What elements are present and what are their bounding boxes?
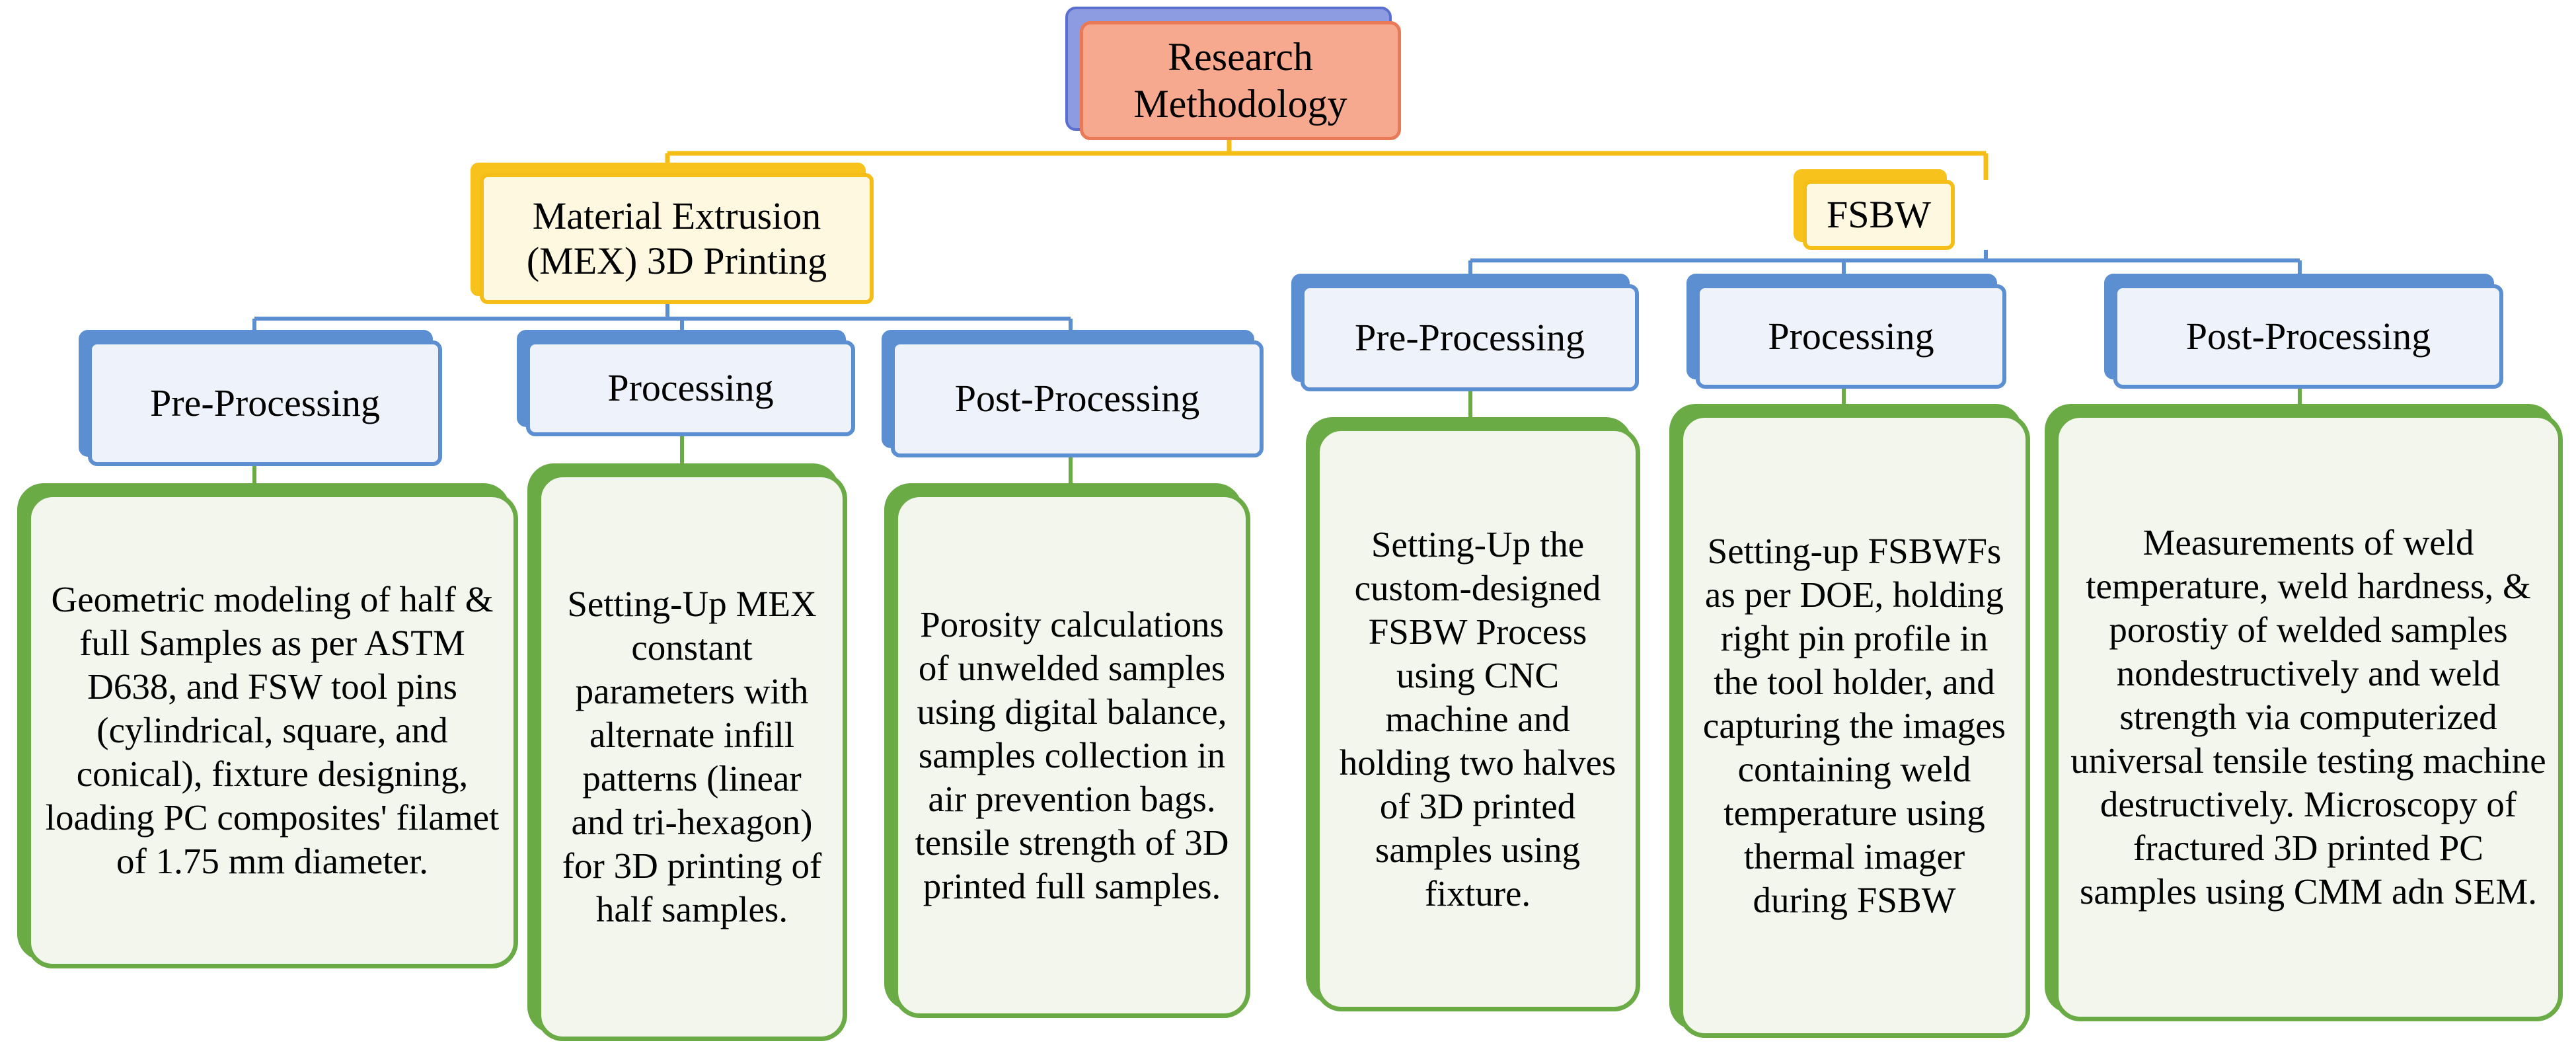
detail-mex-post-processing: Porosity calculations of unwelded sample… [884, 483, 1250, 1018]
stage-label: Post-Processing [891, 340, 1264, 457]
detail-text: Geometric modeling of half & full Sample… [26, 492, 518, 968]
detail-text: Setting-Up the custom-designed FSBW Proc… [1315, 426, 1640, 1011]
stage-fsbw-post-processing: Post-Processing [2104, 274, 2503, 389]
detail-text: Porosity calculations of unwelded sample… [893, 492, 1250, 1018]
stage-label: Pre-Processing [1301, 284, 1639, 391]
stage-fsbw-processing: Processing [1686, 274, 2006, 389]
detail-mex-pre-processing: Geometric modeling of half & full Sample… [17, 483, 518, 968]
detail-fsbw-pre-processing: Setting-Up the custom-designed FSBW Proc… [1306, 417, 1640, 1011]
detail-mex-processing: Setting-Up MEX constant parameters with … [527, 463, 847, 1041]
stage-label: Pre-Processing [88, 340, 442, 466]
stage-mex-post-processing: Post-Processing [882, 330, 1264, 457]
stage-mex-processing: Processing [517, 330, 855, 436]
detail-fsbw-post-processing: Measurements of weld temperature, weld h… [2045, 404, 2563, 1021]
stage-label: Processing [526, 340, 855, 436]
branch-mex: Material Extrusion (MEX) 3D Printing [471, 163, 874, 304]
root-node: Research Methodology [1065, 7, 1401, 140]
branch-fsbw-label: FSBW [1803, 180, 1955, 250]
detail-fsbw-processing: Setting-up FSBWFs as per DOE, holding ri… [1669, 404, 2030, 1038]
branch-fsbw: FSBW [1794, 169, 1955, 250]
root-label: Research Methodology [1080, 21, 1401, 140]
detail-text: Setting-up FSBWFs as per DOE, holding ri… [1679, 413, 2030, 1038]
branch-mex-label: Material Extrusion (MEX) 3D Printing [480, 173, 874, 304]
detail-text: Setting-Up MEX constant parameters with … [537, 473, 847, 1041]
stage-label: Processing [1696, 284, 2006, 389]
stage-mex-pre-processing: Pre-Processing [79, 330, 442, 466]
stage-fsbw-pre-processing: Pre-Processing [1291, 274, 1639, 391]
stage-label: Post-Processing [2113, 284, 2503, 389]
detail-text: Measurements of weld temperature, weld h… [2054, 413, 2563, 1021]
